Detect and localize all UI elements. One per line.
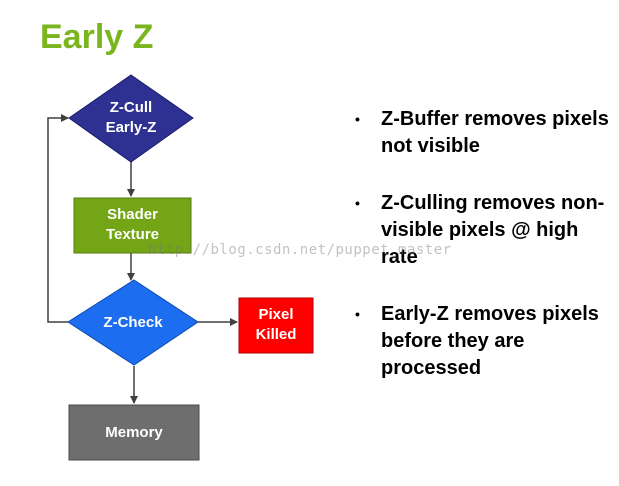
zcull-diamond xyxy=(68,74,194,163)
loop-arrow-zcheck-to-zcull xyxy=(47,114,69,323)
shader-label: Shader Texture xyxy=(105,206,160,243)
zcheck-label: Z-Check xyxy=(103,314,163,331)
killed-box xyxy=(238,297,314,354)
bullet-item: •Z-Culling removes non-visible pixels @ … xyxy=(355,192,605,268)
bullet-list: •Z-Buffer removes pixels not visible •Z-… xyxy=(355,106,617,412)
bullet-dot-icon: • xyxy=(355,306,360,322)
bullet-item: •Early-Z removes pixels before they are … xyxy=(355,303,599,379)
slide-title: Early Z xyxy=(40,18,154,56)
memory-box xyxy=(68,404,200,461)
bullet-dot-icon: • xyxy=(355,111,360,127)
memory-label: Memory xyxy=(105,424,163,441)
bullet-dot-icon: • xyxy=(355,195,360,211)
watermark-text: http://blog.csdn.net/puppet_master xyxy=(148,242,452,258)
bullet-item: •Z-Buffer removes pixels not visible xyxy=(355,108,609,157)
shader-box xyxy=(73,197,192,254)
zcheck-diamond xyxy=(67,279,199,366)
zcull-label: Z-Cull Early-Z xyxy=(105,99,157,136)
killed-label: Pixel Killed xyxy=(255,306,297,343)
